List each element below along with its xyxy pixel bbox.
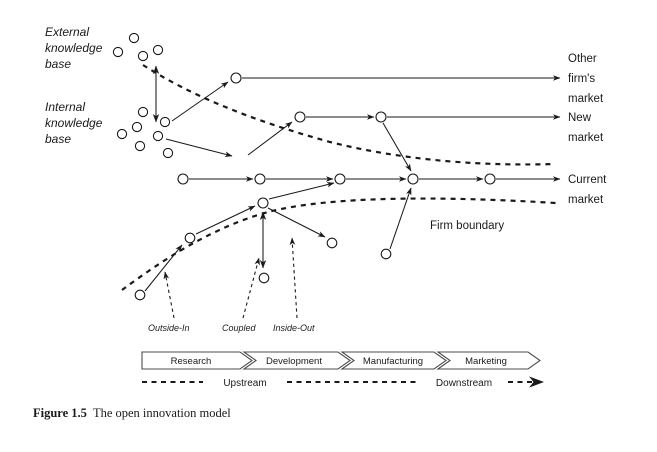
stage-chevron-manufacturing[interactable] xyxy=(340,351,447,370)
current-market-node-2 xyxy=(254,173,266,185)
internal-knowledge-line-2: knowledge xyxy=(45,116,103,130)
outside-in-node-2 xyxy=(134,289,146,301)
stage-bar: Research Development Manufacturing Marke… xyxy=(141,351,541,370)
flow-arrow-external-to-current xyxy=(389,187,412,250)
knowledge-node xyxy=(152,44,164,56)
stage-chevron-marketing[interactable] xyxy=(436,351,541,370)
current-market-node-5 xyxy=(484,173,496,185)
flow-arrow-to-other-firm-node xyxy=(171,81,229,122)
inside-out-leader xyxy=(289,237,298,319)
external-knowledge-line-2: knowledge xyxy=(45,41,103,55)
current-market-node-4 xyxy=(407,173,419,185)
knowledge-node xyxy=(162,147,174,159)
new-market-node-2 xyxy=(375,111,387,123)
knowledge-node xyxy=(116,128,128,140)
flow-arrow-to-new-market-node xyxy=(247,121,293,156)
figure-caption-text: The open innovation model xyxy=(92,406,231,420)
upstream-label: Upstream xyxy=(223,378,266,389)
outside-in-label: Outside-In xyxy=(148,323,190,333)
flow-direction-legend: Upstream Downstream xyxy=(142,376,544,389)
flow-arrow-hub-to-chain xyxy=(268,181,335,200)
stage-chevron-research[interactable] xyxy=(141,351,253,370)
coupled-label: Coupled xyxy=(222,323,257,333)
external-knowledge-cluster xyxy=(112,32,164,62)
internal-knowledge-line-1: Internal xyxy=(45,100,85,114)
knowledge-node xyxy=(159,116,171,128)
other-firms-market-line-2: firm's xyxy=(568,73,595,85)
knowledge-node xyxy=(131,121,143,133)
knowledge-node xyxy=(152,130,164,142)
coupled-leader xyxy=(242,257,260,319)
stage-label-marketing: Marketing xyxy=(465,356,507,367)
hub-node xyxy=(257,197,269,209)
coupled-node xyxy=(258,272,270,284)
outside-in-node-1 xyxy=(184,232,196,244)
internal-knowledge-cluster xyxy=(116,106,174,159)
firm-boundary-label: Firm boundary xyxy=(430,220,504,232)
internal-knowledge-base-label: Internal knowledge base xyxy=(45,100,103,146)
new-market-line-1: New xyxy=(568,112,592,124)
outside-in-leader xyxy=(163,271,175,319)
inside-out-label: Inside-Out xyxy=(273,323,315,333)
stage-chevron-development[interactable] xyxy=(242,351,351,370)
stage-label-research: Research xyxy=(171,356,212,367)
knowledge-node xyxy=(134,140,146,152)
new-market-node-1 xyxy=(294,111,306,123)
other-firms-market-line-3: market xyxy=(568,93,604,105)
external-knowledge-line-1: External xyxy=(45,25,89,39)
knowledge-node xyxy=(137,50,149,62)
knowledge-node xyxy=(112,46,124,58)
firm-boundary-lower-curve xyxy=(121,197,557,291)
flow-arrow-to-spinout-node xyxy=(165,138,233,157)
downstream-label: Downstream xyxy=(436,378,492,389)
stage-label-development: Development xyxy=(266,356,322,367)
figure-caption: Figure 1.5 The open innovation model xyxy=(33,406,231,421)
outside-in-flow-arrow xyxy=(144,244,183,292)
new-market-line-2: market xyxy=(568,132,604,144)
internal-knowledge-line-3: base xyxy=(45,132,71,146)
knowledge-node xyxy=(137,106,149,118)
firm-boundary-upper-curve xyxy=(142,64,556,166)
figure-caption-label: Figure 1.5 xyxy=(33,406,87,420)
external-feed-node xyxy=(380,248,392,260)
flow-arrow-spinout-down xyxy=(267,207,326,238)
stage-label-manufacturing: Manufacturing xyxy=(363,356,423,367)
new-market-label: New market xyxy=(568,112,604,144)
current-market-line-2: market xyxy=(568,194,604,206)
other-firms-market-label: Other firm's market xyxy=(568,53,604,105)
external-knowledge-base-label: External knowledge base xyxy=(45,25,103,71)
other-firm-market-node xyxy=(230,72,242,84)
knowledge-node xyxy=(128,32,140,44)
flow-arrow-new-to-current xyxy=(382,122,412,172)
current-market-label: Current market xyxy=(568,174,607,206)
other-firms-market-line-1: Other xyxy=(568,53,597,65)
inside-out-node xyxy=(326,237,338,249)
current-market-node-1 xyxy=(177,173,189,185)
current-market-node-3 xyxy=(334,173,346,185)
external-knowledge-line-3: base xyxy=(45,57,71,71)
flow-arrow-into-hub xyxy=(195,205,256,235)
current-market-line-1: Current xyxy=(568,174,607,186)
